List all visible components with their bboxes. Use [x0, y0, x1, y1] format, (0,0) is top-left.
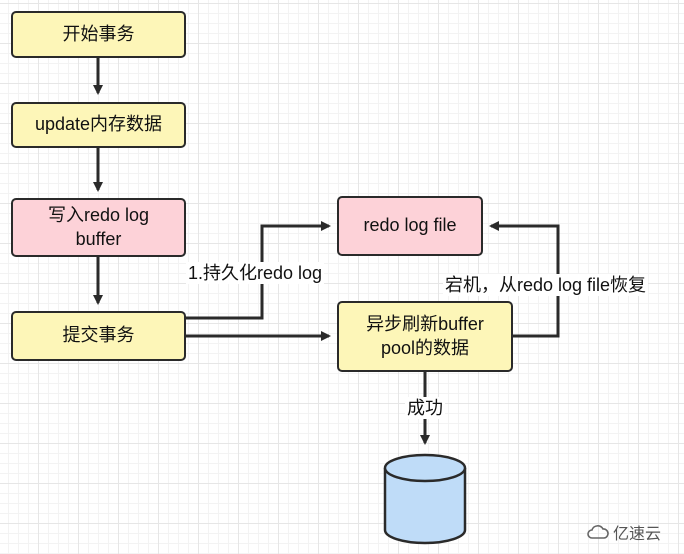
commit-transaction-box: 提交事务	[11, 311, 186, 361]
async-flush-buffer-pool-box: 异步刷新buffer pool的数据	[337, 301, 513, 372]
write-redo-log-buffer-box: 写入redo log buffer	[11, 198, 186, 257]
commit-transaction-label: 提交事务	[62, 325, 135, 346]
redo-log-file-box: redo log file	[337, 196, 483, 256]
success-label: 成功	[405, 397, 445, 419]
crash-recover-label: 宕机，从redo log file恢复	[443, 274, 649, 296]
async-flush-buffer-pool-label: 异步刷新buffer pool的数据	[366, 314, 484, 358]
start-transaction-box: 开始事务	[11, 11, 186, 58]
watermark: 亿速云	[587, 520, 661, 544]
cloud-logo-icon	[587, 525, 609, 539]
update-memory-label: update内存数据	[34, 114, 163, 135]
update-memory-box: update内存数据	[11, 102, 186, 148]
write-redo-log-buffer-label: 写入redo log buffer	[47, 205, 150, 249]
database-cylinder-icon	[383, 453, 467, 545]
start-transaction-label: 开始事务	[62, 23, 135, 44]
persist-redo-log-label: 1.持久化redo log	[186, 262, 325, 284]
watermark-text: 亿速云	[613, 526, 662, 543]
redo-log-file-label: redo log file	[363, 215, 457, 236]
